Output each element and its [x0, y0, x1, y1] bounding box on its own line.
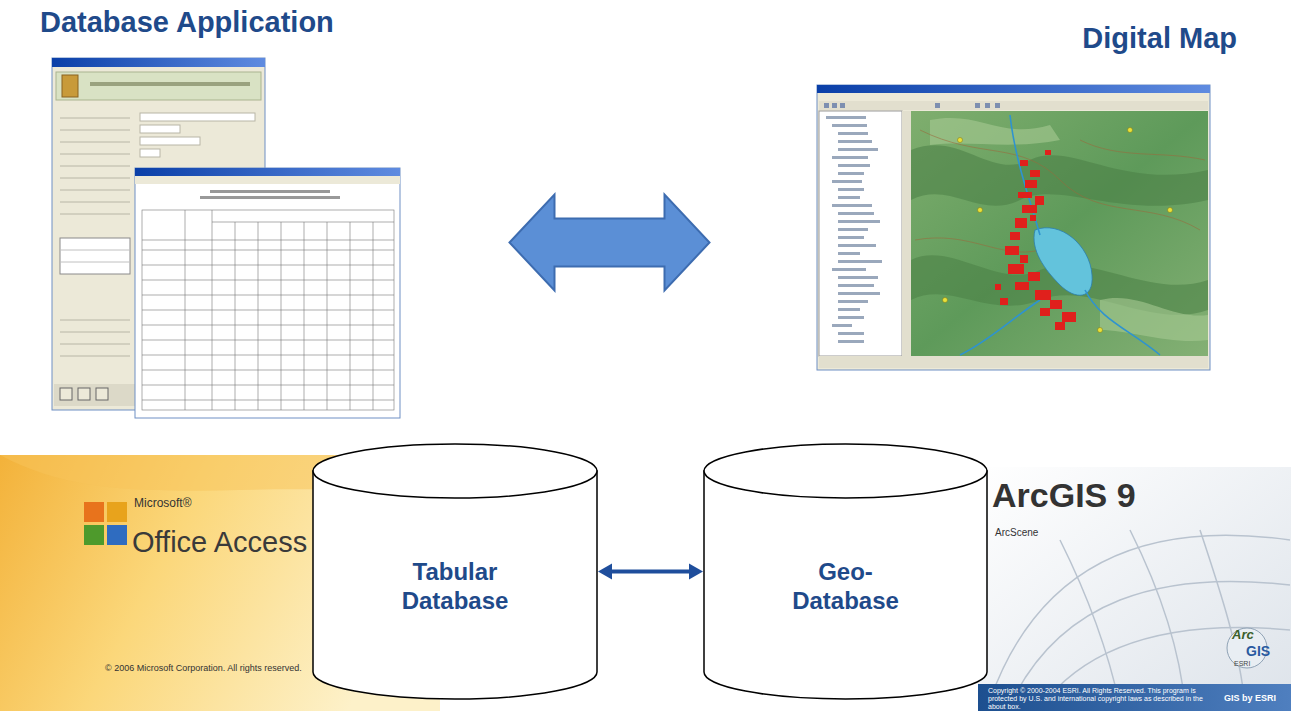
- arcgis-splash: [978, 467, 1291, 711]
- screenshot-panel: Digital Map: [817, 85, 1212, 400]
- brand-text: Microsoft®: [134, 497, 192, 511]
- brand-text: GIS by ESRI: [1224, 693, 1276, 703]
- block-arrow: [510, 195, 710, 291]
- panel-heading: Database Application: [40, 6, 334, 39]
- copyright-note: © 2006 Microsoft Corporation. All rights…: [105, 663, 302, 673]
- logo-text: GIS: [1246, 643, 1270, 659]
- cylinder-text-area: Tabular Database: [332, 507, 578, 667]
- logo-text: Arc: [1232, 628, 1254, 643]
- product-name: Office Access: [132, 526, 307, 559]
- database-cylinder: Geo- Database: [703, 443, 988, 700]
- product-subtitle: ArcScene: [995, 527, 1038, 539]
- database-label: Geo- Database: [771, 558, 921, 616]
- double-arrow: [598, 564, 703, 580]
- office-logo: [84, 502, 127, 545]
- database-app-screenshot: [52, 58, 400, 418]
- panel-heading: Digital Map: [1082, 22, 1237, 55]
- cylinder-text-area: Geo- Database: [723, 507, 968, 667]
- product-name: ArcGIS 9: [992, 476, 1136, 515]
- screenshot-panel: Database Application: [52, 58, 402, 420]
- copyright-note: Copyright © 2000-2004 ESRI. All Rights R…: [988, 687, 1213, 711]
- database-cylinder: Tabular Database: [312, 443, 598, 700]
- database-label: Tabular Database: [380, 558, 530, 616]
- logo-text: ESRI: [1234, 660, 1250, 668]
- arcmap-screenshot: [817, 85, 1210, 370]
